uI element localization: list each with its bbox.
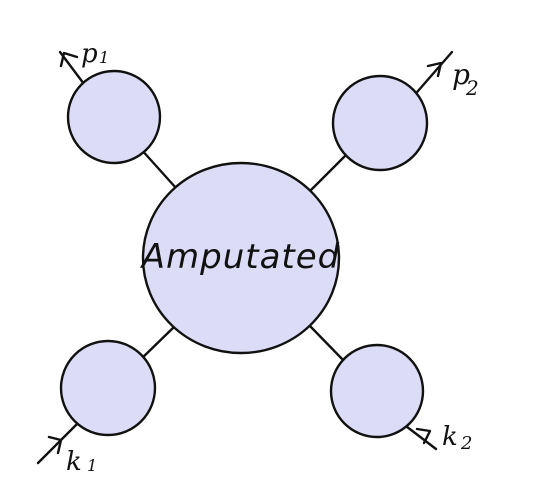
label-p1-sub: 1 xyxy=(99,48,109,67)
blob-k2 xyxy=(329,343,425,439)
line-to-p1-blob xyxy=(138,146,178,190)
label-k1: k xyxy=(66,447,82,477)
center-label: Amputated xyxy=(140,237,341,277)
arrow-k2-icon xyxy=(415,427,432,445)
line-to-p2-blob xyxy=(306,154,347,195)
blob-p1 xyxy=(66,69,162,165)
arrow-p1-icon xyxy=(59,51,79,68)
blob-k1 xyxy=(59,339,157,437)
external-line-p2 xyxy=(409,50,454,101)
external-line-k1 xyxy=(36,419,82,465)
arrow-k1-icon xyxy=(47,435,63,455)
label-k2: k xyxy=(442,422,458,452)
label-p2-sub: 2 xyxy=(465,76,479,100)
blob-p2 xyxy=(331,74,429,172)
line-to-k2-blob xyxy=(307,323,348,365)
label-k1-sub: 1 xyxy=(87,456,97,475)
label-p1: p xyxy=(81,39,98,69)
label-p2: p xyxy=(452,58,470,91)
amputated-blob xyxy=(141,161,341,355)
arrow-p2-icon xyxy=(426,61,443,78)
label-k2-sub: 2 xyxy=(460,433,472,454)
